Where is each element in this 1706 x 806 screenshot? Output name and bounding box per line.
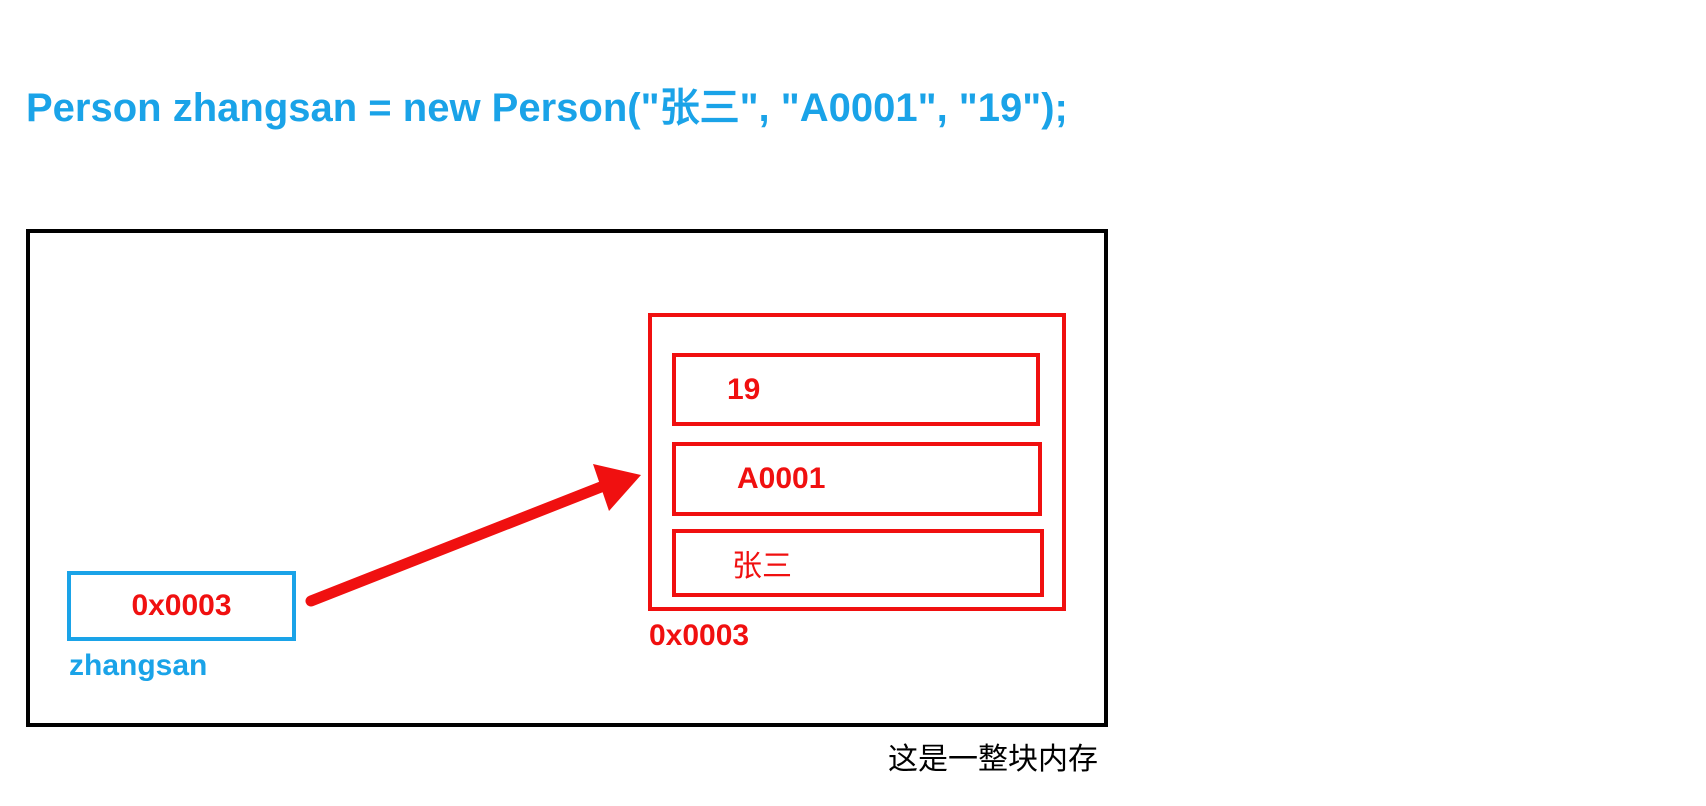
field-age-value: 19: [727, 372, 761, 406]
code-line: Person zhangsan = new Person("张三", "A000…: [26, 86, 1068, 130]
object-field-name: 张三: [672, 529, 1044, 597]
object-field-id: A0001: [672, 442, 1042, 516]
field-name-value: 张三: [732, 550, 792, 583]
reference-value: 0x0003: [131, 589, 232, 622]
object-address: 0x0003: [649, 619, 750, 652]
memory-frame: [26, 229, 1108, 727]
object-box: [648, 313, 1066, 611]
reference-box: 0x0003: [67, 571, 296, 641]
field-id-value: A0001: [737, 462, 826, 495]
object-field-age: 19: [672, 353, 1040, 426]
reference-name: zhangsan: [69, 649, 208, 682]
memory-caption: 这是一整块内存: [888, 743, 1098, 776]
